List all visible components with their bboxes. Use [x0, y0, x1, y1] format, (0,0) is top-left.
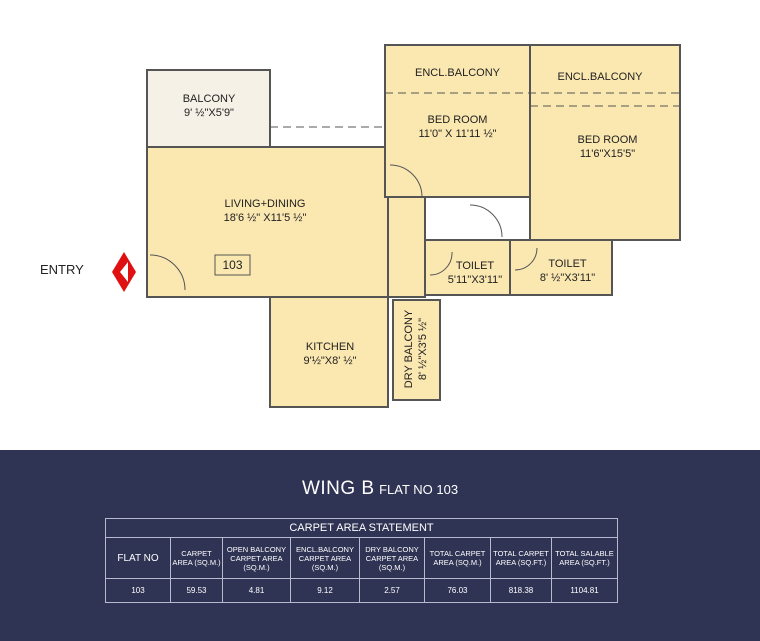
table-row: 103 59.53 4.81 9.12 2.57 76.03 818.38 11…	[105, 578, 618, 603]
header-cell: ENCL.BALCONY CARPET AREA (SQ.M.)	[290, 537, 360, 579]
flat-tag-box	[214, 254, 251, 276]
cell: 103	[105, 578, 171, 603]
room-encl-balcony-2: ENCL.BALCONY	[557, 71, 643, 83]
passage-area	[387, 194, 426, 298]
balcony-area	[146, 69, 271, 151]
carpet-area-table: CARPET AREA STATEMENT FLAT NO CARPET ARE…	[105, 518, 618, 603]
page-title: WING B FLAT NO 103	[0, 478, 760, 500]
table-header-row: FLAT NO CARPET AREA (SQ.M.) OPEN BALCONY…	[105, 537, 618, 579]
kitchen-area	[269, 296, 389, 408]
header-cell: CARPET AREA (SQ.M.)	[170, 537, 223, 579]
wing-label: WING B	[301, 478, 375, 499]
header-cell: TOTAL SALABLE AREA (SQ.FT.)	[551, 537, 618, 579]
header-cell: DRY BALCONY CARPET AREA (SQ.M.)	[359, 537, 425, 579]
floor-plan	[112, 44, 681, 408]
header-cell: TOTAL CARPET AREA (SQ.FT.)	[490, 537, 552, 579]
dry-balcony-area	[392, 299, 441, 401]
cell: 818.38	[490, 578, 552, 603]
living-dining-area	[146, 146, 389, 298]
cell: 9.12	[290, 578, 360, 603]
flat-tag: 103	[222, 258, 243, 272]
header-cell: OPEN BALCONY CARPET AREA (SQ.M.)	[222, 537, 291, 579]
cell: 76.03	[424, 578, 491, 603]
cell: 2.57	[359, 578, 425, 603]
cell: 59.53	[170, 578, 223, 603]
flat-label: FLAT NO 103	[379, 482, 459, 497]
header-cell: FLAT NO	[105, 537, 171, 579]
toilet-1-area	[424, 239, 511, 296]
header-cell: TOTAL CARPET AREA (SQ.M.)	[424, 537, 491, 579]
cell: 4.81	[222, 578, 291, 603]
table-title: CARPET AREA STATEMENT	[105, 518, 618, 538]
entry-label: ENTRY	[40, 262, 84, 277]
bedroom-2-area	[529, 44, 681, 241]
toilet-2-area	[509, 239, 613, 296]
room-encl-balcony-1: ENCL.BALCONY	[415, 67, 500, 79]
cell: 1104.81	[551, 578, 618, 603]
